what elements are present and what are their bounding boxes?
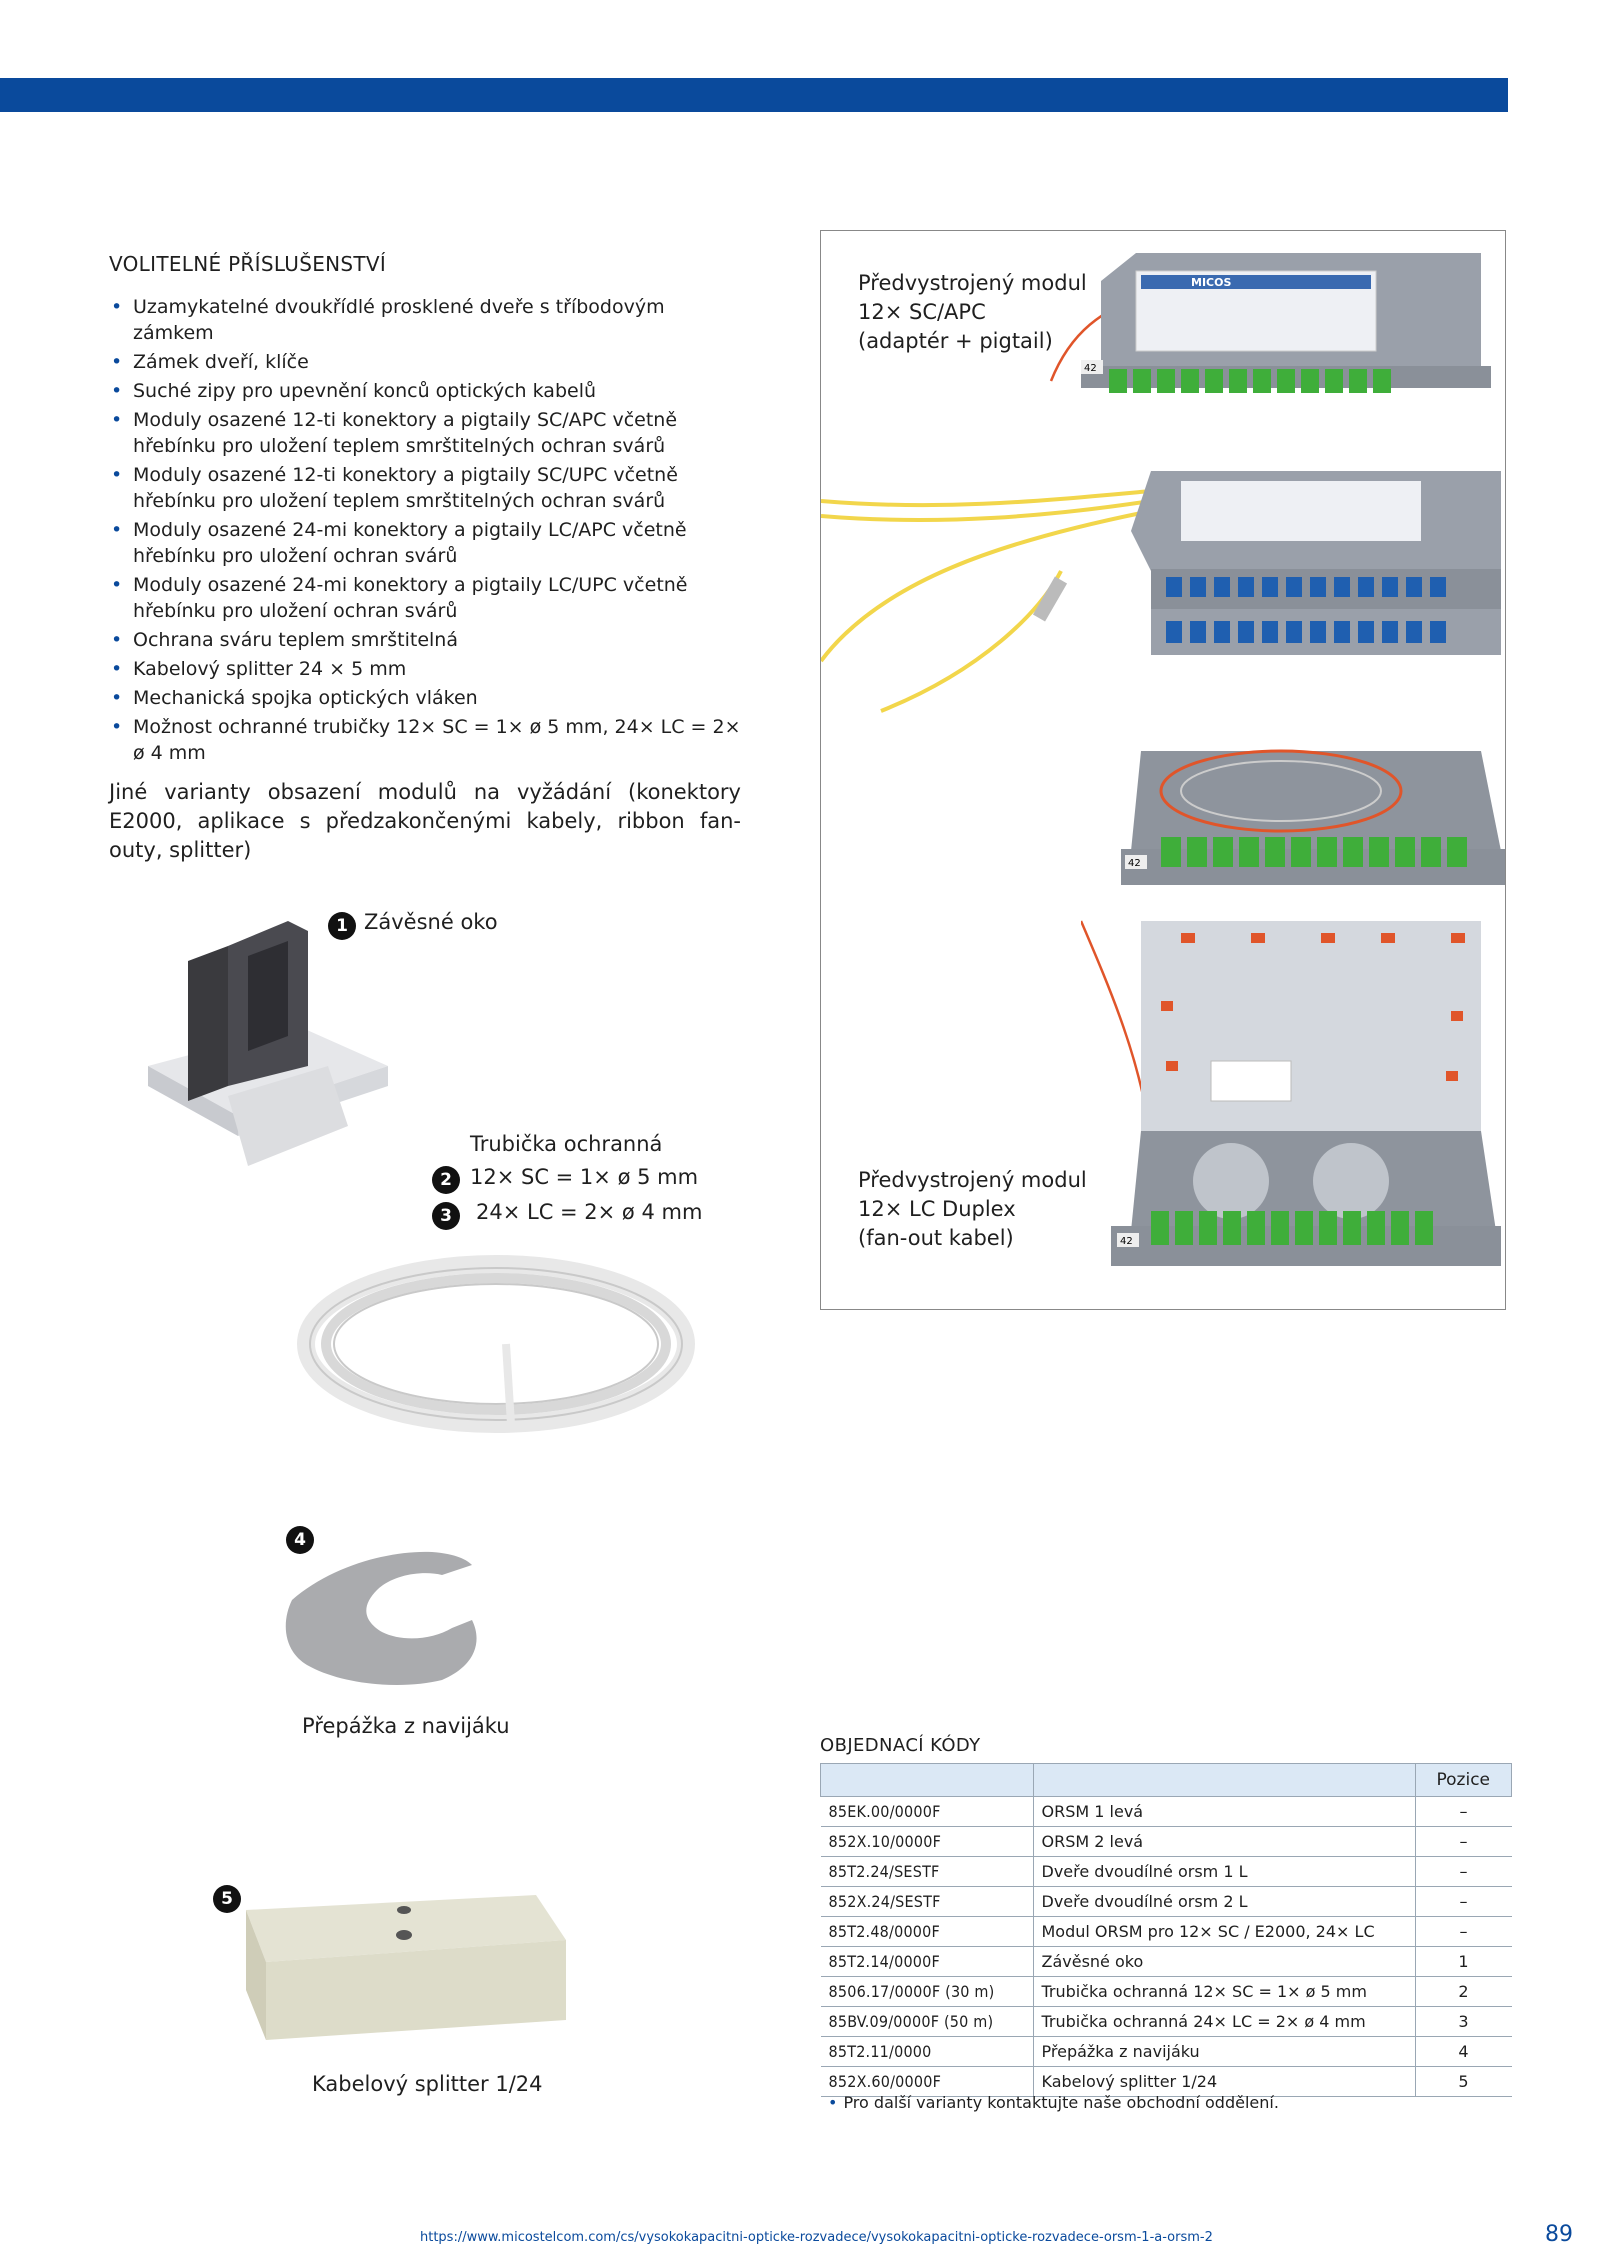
accessories-title: VOLITELNÉ PŘÍSLUŠENSTVÍ [109,252,387,276]
list-item: •Moduly osazené 12-ti konektory a pigtai… [111,409,678,457]
list-item: •Zámek dveří, klíče [111,351,309,373]
position-badge-2: 2 [432,1166,460,1194]
position-badge-1: 1 [328,912,356,940]
order-codes-title: OBJEDNACÍ KÓDY [820,1735,981,1756]
col-header-position: Pozice [1414,1763,1512,1797]
position-badge-4: 4 [286,1526,314,1554]
position-badge-5: 5 [213,1885,241,1913]
table-row: 85BV.09/0000F (50 m)Trubička ochranná 24… [820,2006,1512,2037]
list-item: •Moduly osazené 12-ti konektory a pigtai… [111,464,678,512]
svg-text:42: 42 [1084,363,1097,374]
list-item: •Ochrana sváru teplem smrštitelná [111,629,458,651]
svg-text:42: 42 [1128,858,1141,869]
cable-splitter-photo [246,1895,566,2040]
accessories-note: Jiné varianty obsazení modulů na vyžádán… [109,780,741,862]
cable-splitter-label: Kabelový splitter 1/24 [312,2072,543,2096]
tube-title: Trubička ochranná [470,1132,663,1156]
list-item: •Moduly osazené 24-mi konektory a pigtai… [111,519,687,567]
reel-partition-label: Přepážka z navijáku [302,1714,510,1738]
table-row: 8506.17/0000F (30 m)Trubička ochranná 12… [820,1976,1512,2007]
module-caption-lc: Předvystrojený modul 12× LC Duplex (fan-… [858,1168,1087,1250]
list-item: •Uzamykatelné dvoukřídlé prosklené dveře… [111,296,665,344]
list-item: •Moduly osazené 24-mi konektory a pigtai… [111,574,688,622]
header-bar [0,78,1508,112]
module-sc-photo: MICOS 42 [1049,253,1491,393]
module-lc-photo [821,471,1501,713]
page-number: 89 [1545,2222,1573,2247]
suspension-eye-photo [148,921,388,1166]
list-item: •Možnost ochranné trubičky 12× SC = 1× ø… [111,716,741,764]
protective-tube-photo [297,1255,695,1433]
footer-url-link[interactable]: https://www.micostelcom.com/cs/vysokokap… [420,2230,1213,2245]
list-item: •Suché zipy pro upevnění konců optických… [111,380,597,402]
list-item: •Kabelový splitter 24 × 5 mm [111,658,407,680]
brand-label: MICOS [1191,276,1231,289]
svg-text:42: 42 [1120,1236,1133,1247]
accessories-list: •Uzamykatelné dvoukřídlé prosklené dveře… [109,294,749,769]
col-header-code [820,1763,1034,1797]
module-open-tray-photo: 42 [1121,749,1505,885]
position-badge-3: 3 [432,1202,460,1230]
table-header-row: Pozice [820,1763,1512,1797]
suspension-eye-label: Závěsné oko [364,910,498,934]
order-codes-note: •Pro další varianty kontaktujte naše obc… [828,2093,1279,2112]
tube-lc-label: 24× LC = 2× ø 4 mm [476,1200,703,1224]
reel-partition-photo [285,1551,477,1685]
col-header-desc [1032,1763,1416,1797]
list-item: •Mechanická spojka optických vláken [111,687,478,709]
tube-sc-label: 12× SC = 1× ø 5 mm [470,1165,699,1189]
module-photo-box: Předvystrojený modul 12× SC/APC (adaptér… [820,230,1506,1310]
module-caption-sc: Předvystrojený modul 12× SC/APC (adaptér… [858,271,1087,353]
module-lc-duplex-photo: 42 [1081,920,1501,1266]
